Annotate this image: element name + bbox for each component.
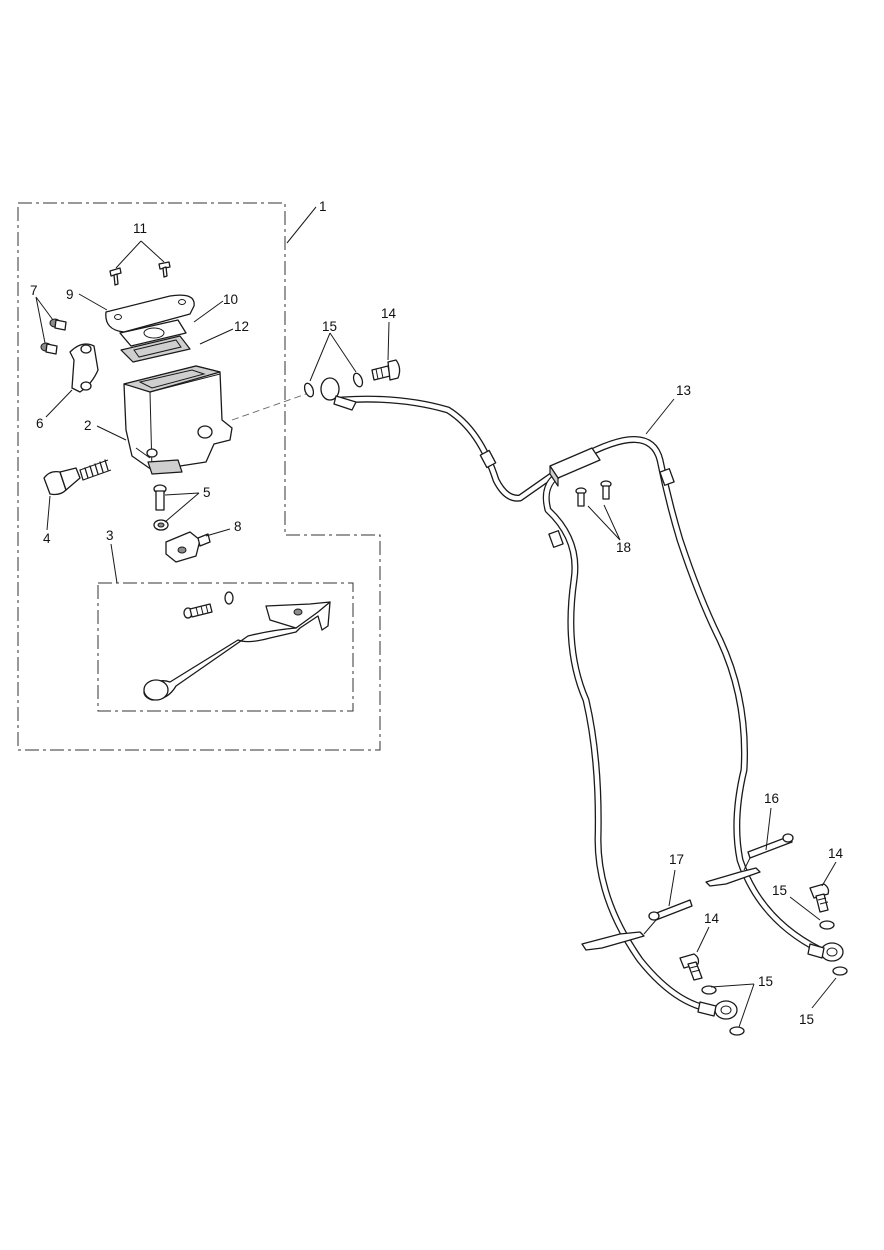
- brake-lever: [143, 601, 331, 701]
- upper-banjo-washers: [303, 372, 364, 398]
- callout-15-left: 15: [758, 974, 773, 989]
- callout-13: 13: [676, 383, 691, 398]
- lever-subassembly-box: [97, 582, 354, 712]
- lower-left-banjo: [697, 1000, 738, 1020]
- callout-11: 11: [133, 221, 147, 236]
- callout-18: 18: [616, 540, 631, 555]
- assembly-connection-line: [231, 393, 307, 421]
- leader-lines: [35, 206, 837, 1028]
- callout-4: 4: [43, 531, 51, 546]
- callout-10: 10: [223, 292, 238, 307]
- callout-labels: 1 11 9 10 12 7 6 2 4 5 8 3 15 14 13 18 1…: [30, 199, 844, 1027]
- callout-12: 12: [234, 319, 249, 334]
- callout-8: 8: [234, 519, 242, 534]
- diaphragm-plate: [119, 319, 187, 347]
- master-cylinder-body: [123, 365, 233, 475]
- cap-screws: [109, 261, 171, 286]
- callout-6: 6: [36, 416, 44, 431]
- hose-clip-16: [705, 833, 794, 887]
- assembly-boundary: [17, 202, 381, 751]
- lower-right-washers: [819, 920, 848, 976]
- callout-9: 9: [66, 287, 74, 302]
- callout-3: 3: [106, 528, 114, 543]
- callout-17: 17: [669, 852, 684, 867]
- callout-7: 7: [30, 283, 38, 298]
- lower-left-washers: [701, 985, 745, 1036]
- brake-hose-assembly: [338, 395, 824, 1014]
- clamp-bolts: [40, 318, 67, 355]
- lever-pivot-bolt: [183, 603, 213, 619]
- lower-right-banjo: [807, 942, 844, 962]
- upper-banjo-bolt: [371, 359, 401, 381]
- diaphragm: [120, 335, 191, 363]
- callout-5: 5: [203, 485, 211, 500]
- callout-14-upper: 14: [381, 306, 397, 321]
- callout-14-right: 14: [828, 846, 844, 861]
- callout-14-left: 14: [704, 911, 720, 926]
- callout-16: 16: [764, 791, 779, 806]
- junction-bolts: [575, 480, 612, 507]
- pivot-bolt-nut: [153, 484, 169, 531]
- hose-clip-17: [581, 899, 693, 951]
- piston-spring: [43, 459, 112, 496]
- reservoir-cap: [105, 294, 195, 333]
- callout-15-right: 15: [772, 883, 787, 898]
- upper-hose-banjo: [320, 377, 357, 411]
- lever-pivot-nut: [224, 591, 234, 605]
- callout-15-bottom: 15: [799, 1012, 814, 1027]
- lower-right-bolt: [809, 883, 830, 913]
- handlebar-clamp: [69, 343, 99, 393]
- brake-switch: [165, 531, 211, 563]
- callout-1: 1: [319, 199, 327, 214]
- callout-2: 2: [84, 418, 92, 433]
- callout-15-upper: 15: [322, 319, 337, 334]
- lower-left-bolt: [679, 953, 703, 981]
